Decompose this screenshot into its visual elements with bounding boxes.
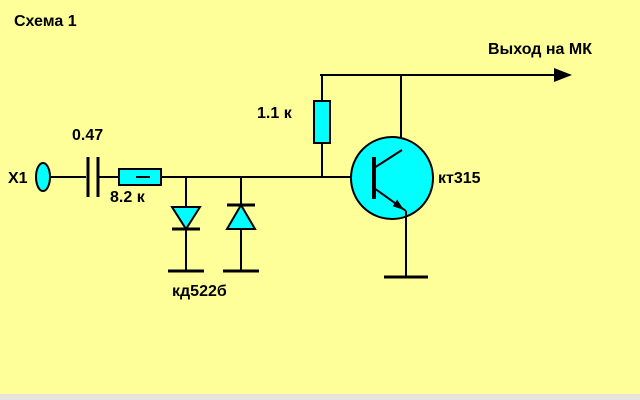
input-connector-symbol xyxy=(35,162,51,192)
transistor-collector-lead xyxy=(373,149,403,169)
diode-left-symbol xyxy=(170,206,202,231)
input-connector-label: Х1 xyxy=(8,170,28,187)
capacitor-value-label: 0.47 xyxy=(72,127,103,144)
transistor-label: кт315 xyxy=(438,170,481,187)
schematic-title: Схема 1 xyxy=(14,13,77,30)
resistor-1k1-symbol xyxy=(313,100,331,144)
emitter-arrow-icon xyxy=(392,199,404,210)
output-label: Выход на МК xyxy=(488,41,592,58)
bottom-strip xyxy=(0,394,640,400)
transistor-symbol xyxy=(350,136,434,220)
diode-right-symbol xyxy=(225,203,257,230)
top-resistor-value-label: 1.1 к xyxy=(257,105,293,122)
diodes-label: кд522б xyxy=(172,283,227,300)
output-arrow-icon xyxy=(554,68,572,82)
series-resistor-value-label: 8.2 к xyxy=(110,189,146,206)
